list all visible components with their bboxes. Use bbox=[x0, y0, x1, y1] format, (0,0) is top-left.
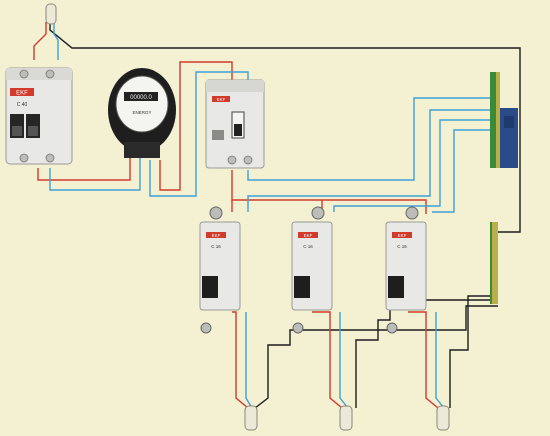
branch-breaker-2-brand: EKF bbox=[304, 233, 313, 238]
phase-wire-meter-rcd bbox=[159, 61, 233, 191]
phase-wire-rcd-bus bbox=[231, 170, 427, 214]
main-breaker-brand: EKF bbox=[16, 91, 28, 97]
neutral-wire-rcd-bus bbox=[247, 97, 494, 181]
ground-bus-bar-icon bbox=[490, 222, 498, 304]
phase-wires bbox=[33, 22, 439, 409]
phase-wire-breaker-meter bbox=[37, 150, 131, 181]
neutral-wires bbox=[49, 22, 494, 409]
load-lead-1 bbox=[244, 405, 258, 431]
cable-lead-icon bbox=[45, 3, 57, 25]
ground-wire-supply bbox=[49, 22, 521, 233]
neutral-wire-out-2 bbox=[339, 312, 349, 409]
neutral-wire-meter-rcd bbox=[149, 71, 249, 197]
neutral-wire-bus-branch-1 bbox=[247, 109, 494, 212]
neutral-wire-out-3 bbox=[435, 312, 445, 409]
branch-breaker-1-rating: C 16 bbox=[211, 244, 221, 249]
load-lead-3 bbox=[436, 405, 450, 431]
electricity-meter-icon: 00000.0 ENERGY bbox=[108, 68, 176, 158]
main-breaker: EKF C 40 bbox=[5, 67, 73, 165]
ground-wire-load-1 bbox=[254, 305, 498, 409]
neutral-wire-bus-branch-2 bbox=[333, 119, 494, 212]
phase-wire-out-3 bbox=[408, 311, 439, 409]
phase-wire-supply bbox=[33, 22, 47, 60]
ground-wire-load-2 bbox=[355, 299, 498, 408]
branch-breaker-1-brand: EKF bbox=[212, 233, 221, 238]
branch-breaker-3-rating: C 16 bbox=[397, 244, 407, 249]
branch-breaker-3: EKF C 16 bbox=[385, 206, 427, 334]
rcd-brand: EKF bbox=[217, 97, 226, 102]
neutral-bus-bar-icon bbox=[490, 72, 518, 168]
branch-breaker-2: EKF C 16 bbox=[291, 206, 333, 334]
rcd-device: EKF bbox=[205, 79, 265, 169]
meter-reading: 00000.0 bbox=[130, 95, 152, 101]
branch-breaker-1: EKF C 16 bbox=[199, 206, 241, 334]
meter-brand: ENERGY bbox=[132, 110, 151, 115]
load-lead-2 bbox=[339, 405, 353, 431]
phase-wire-out-2 bbox=[312, 311, 343, 409]
branch-breaker-3-brand: EKF bbox=[398, 233, 407, 238]
branch-breaker-2-rating: C 16 bbox=[303, 244, 313, 249]
ground-wire-load-3 bbox=[449, 295, 498, 408]
neutral-wire-bus-branch-3 bbox=[432, 129, 494, 213]
main-breaker-rating: C 40 bbox=[17, 102, 28, 108]
neutral-wire-breaker-meter bbox=[49, 150, 141, 191]
phase-wire-out-1 bbox=[232, 311, 249, 409]
neutral-wire-out-1 bbox=[245, 312, 253, 409]
neutral-wire-supply bbox=[53, 22, 59, 60]
